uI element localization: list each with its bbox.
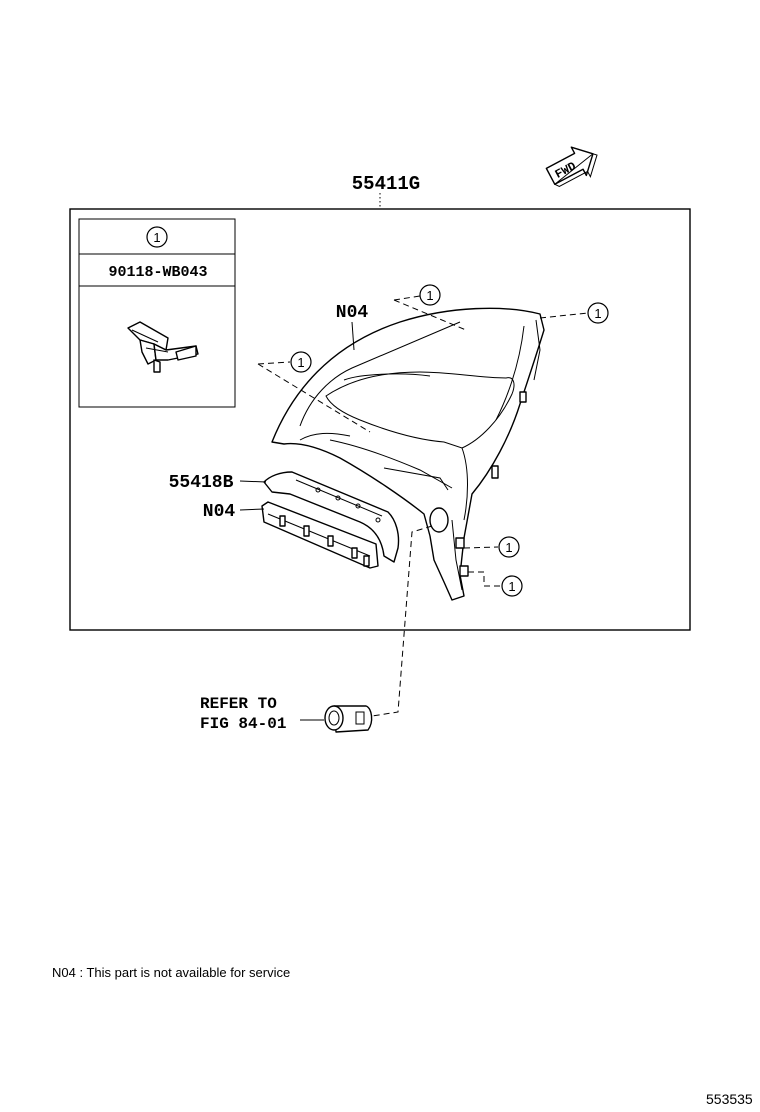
n04-lower-leader (239, 508, 265, 511)
legend-box: 1 90118-WB043 (78, 218, 236, 408)
svg-text:1: 1 (153, 230, 160, 245)
ref-mark-top: 1 (393, 284, 467, 331)
lower-trim-panel (263, 471, 400, 563)
refer-line2: FIG 84-01 (200, 715, 286, 733)
refer-line1: REFER TO (200, 695, 277, 713)
svg-text:1: 1 (297, 355, 304, 370)
svg-text:1: 1 (426, 288, 433, 303)
ref-mark-lower-right-2: 1 (468, 571, 523, 597)
n04-upper-label: N04 (336, 303, 369, 323)
legend-ref-mark (146, 226, 168, 248)
ref-mark-right: 1 (539, 302, 609, 324)
svg-text:1: 1 (505, 540, 512, 555)
n04-upper-leader (351, 321, 355, 351)
svg-text:1: 1 (594, 306, 601, 321)
sub-part-label: 55418B (169, 473, 234, 493)
switch-icon (324, 705, 373, 733)
main-assembly-label: 55411G (352, 173, 420, 195)
ref-mark-lower-right-1: 1 (463, 536, 520, 558)
lower-bracket (261, 501, 379, 569)
ref-mark-left: 1 (257, 351, 371, 433)
clip-icon (127, 321, 199, 373)
switch-leader (371, 525, 433, 717)
sub-part-leader (239, 480, 267, 483)
fwd-arrow-icon: FWD (545, 146, 598, 187)
footnote: N04 : This part is not available for ser… (52, 965, 290, 980)
switch-hole (429, 507, 449, 533)
legend-part-number: 90118-WB043 (108, 264, 207, 281)
console-cover-panel (271, 307, 545, 601)
svg-text:1: 1 (508, 579, 515, 594)
n04-lower-label: N04 (203, 502, 236, 522)
illustration-id: 553535 (706, 1091, 753, 1107)
assembly-frame (69, 208, 691, 631)
